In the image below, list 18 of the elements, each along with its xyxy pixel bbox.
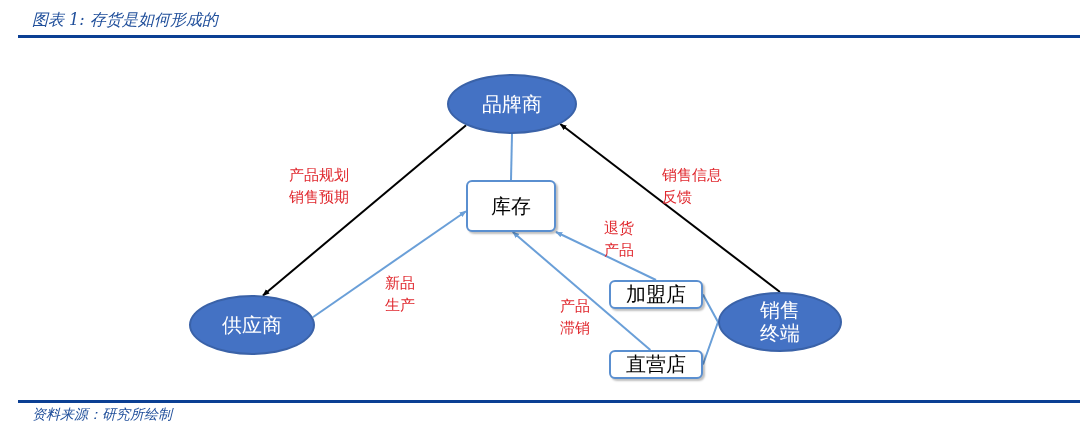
edge-label: 销售信息反馈 — [662, 165, 723, 208]
ellipse-node: 销售终端 — [718, 292, 842, 352]
edge-label: 产品规划销售预期 — [289, 165, 350, 208]
edge-label: 新品生产 — [385, 273, 416, 316]
arrow — [555, 231, 657, 281]
arrow — [559, 123, 781, 293]
process-box: 加盟店 — [609, 280, 703, 309]
arrow — [311, 210, 467, 319]
arrow — [261, 124, 468, 297]
process-box: 库存 — [466, 180, 556, 232]
arrow — [511, 231, 652, 351]
edge-label: 产品滞销 — [560, 296, 591, 339]
figure-title: 图表 1: 存货是如何形成的 — [32, 9, 218, 31]
edge-label: 退货产品 — [604, 218, 635, 261]
ellipse-node: 品牌商 — [447, 74, 577, 134]
ellipse-node: 供应商 — [189, 295, 315, 355]
source-note: 资料来源：研究所绘制 — [32, 405, 172, 424]
process-box: 直营店 — [609, 350, 703, 379]
